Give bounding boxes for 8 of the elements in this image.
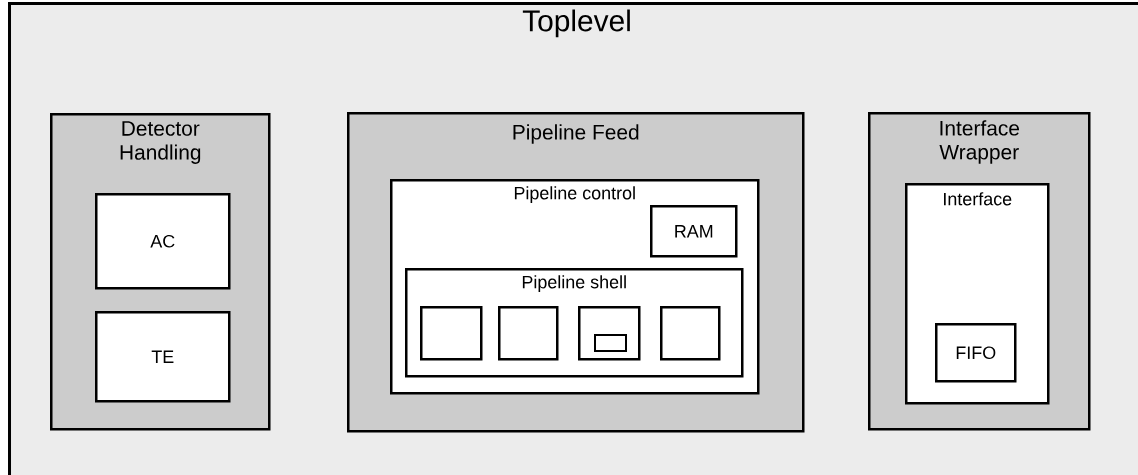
- component-box: RAM: [650, 205, 738, 258]
- empty-box: [420, 306, 483, 361]
- component-box: FIFO: [935, 323, 1017, 383]
- empty-box: [498, 306, 559, 361]
- small-box: [594, 334, 627, 352]
- submodule-box: AC: [95, 193, 231, 290]
- submodule-box: TE: [95, 311, 231, 403]
- empty-box: [660, 306, 721, 361]
